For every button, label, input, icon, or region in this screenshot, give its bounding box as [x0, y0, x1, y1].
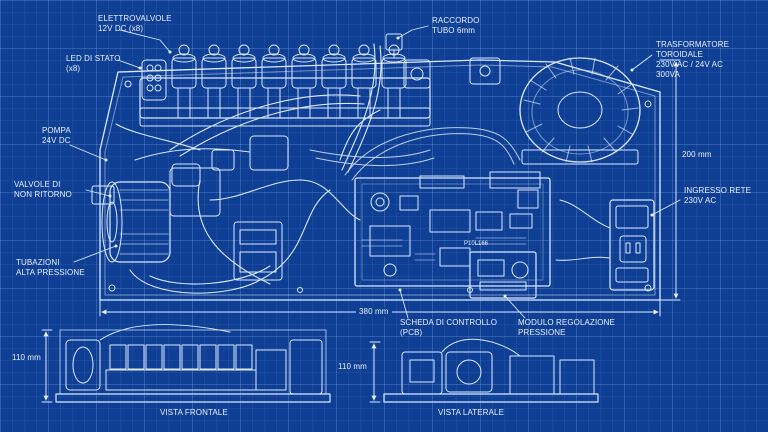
solenoid-valve-1 — [171, 44, 197, 119]
power-inlet-iec — [555, 199, 655, 291]
side-view-title: VISTA LATERALE — [438, 408, 505, 417]
dimension-side-height-text: 110 mm — [338, 362, 367, 371]
solenoid-valve-3 — [231, 44, 257, 119]
ribbon-cable — [309, 127, 521, 181]
front-view-drawing — [55, 324, 331, 403]
terminal-block — [469, 57, 501, 85]
high-pressure-tubing — [115, 43, 382, 294]
dimension-front-height — [41, 329, 53, 403]
status-led-block — [141, 59, 167, 101]
solenoid-valve-manifold — [139, 77, 431, 127]
base-plate — [99, 59, 661, 301]
check-valve-assembly — [171, 135, 289, 281]
pcb-marking: P10L166 — [464, 241, 489, 247]
pressure-regulation-module — [469, 251, 537, 299]
solenoid-valve-7 — [351, 44, 377, 119]
solenoid-end-cap — [403, 59, 431, 89]
dimension-depth-text: 200 mm — [682, 150, 712, 159]
solenoid-valve-5 — [291, 44, 317, 119]
label-status-leds: LED DI STATO(x8) — [66, 54, 121, 73]
leader-lines — [69, 25, 681, 319]
front-view-title: VISTA FRONTALE — [160, 408, 228, 417]
dimension-front-height-text: 110 mm — [12, 353, 41, 362]
label-control-board: SCHEDA DI CONTROLLO(PCB) — [400, 318, 498, 337]
dimension-side-height — [369, 341, 381, 403]
solenoid-valve-4 — [261, 44, 287, 119]
dimension-width-text: 380 mm — [356, 307, 392, 317]
side-view-drawing — [383, 338, 599, 403]
pump-24v — [91, 167, 221, 263]
solenoid-valve-6 — [321, 44, 347, 119]
dimension-depth — [659, 59, 681, 301]
control-pcb — [354, 171, 551, 287]
solenoid-valve-2 — [201, 44, 227, 119]
toroidal-transformer — [519, 57, 641, 165]
tube-fitting-6mm — [385, 33, 403, 59]
